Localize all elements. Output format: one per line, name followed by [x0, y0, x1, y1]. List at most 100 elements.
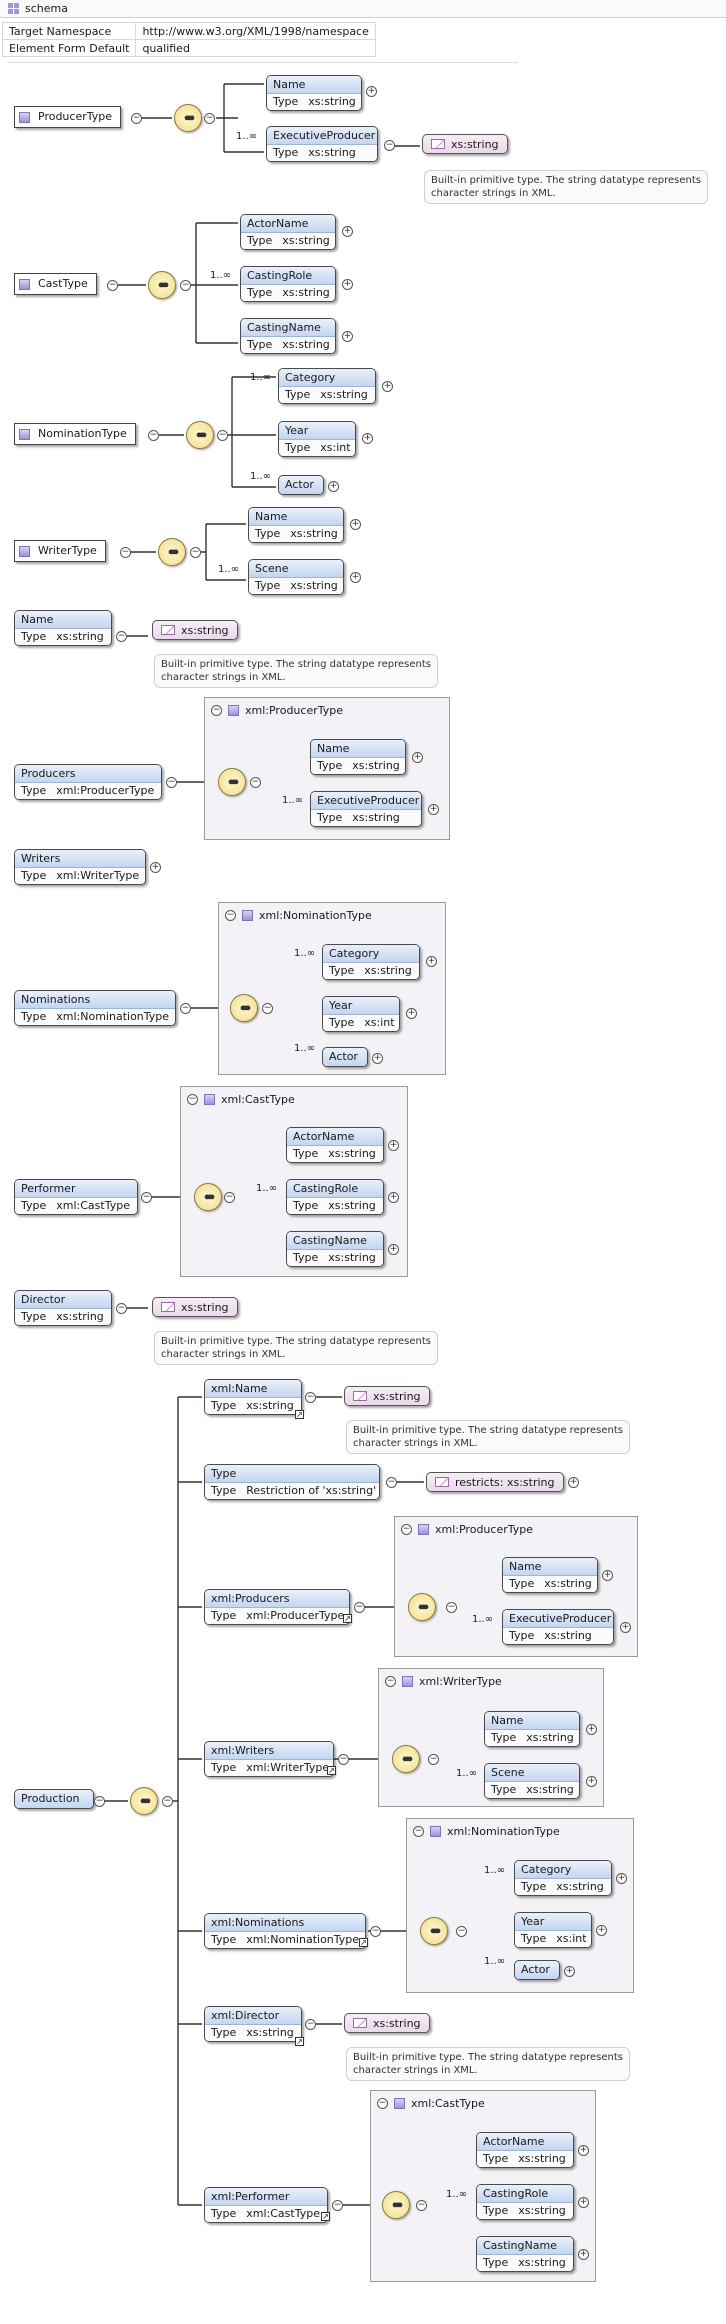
expand-icon[interactable]: +	[568, 1477, 579, 1488]
expand-icon[interactable]: +	[366, 86, 377, 97]
collapse-icon[interactable]: −	[166, 777, 177, 788]
simple-type-xs-string[interactable]: xs:string	[152, 1297, 238, 1317]
collapse-icon[interactable]: −	[162, 1796, 173, 1807]
expand-icon[interactable]: +	[150, 862, 161, 873]
simple-type-xs-string[interactable]: xs:string	[344, 2013, 430, 2033]
simple-type-xs-string[interactable]: xs:string	[152, 620, 238, 640]
expand-icon[interactable]: +	[372, 1053, 383, 1064]
expand-icon[interactable]: +	[586, 1776, 597, 1787]
collapse-icon[interactable]: −	[131, 113, 142, 124]
simple-type-xs-string[interactable]: xs:string	[344, 1386, 430, 1406]
expand-icon[interactable]: +	[586, 1724, 597, 1735]
collapse-icon[interactable]: −	[94, 1796, 105, 1807]
collapse-icon[interactable]: −	[120, 547, 131, 558]
collapse-icon[interactable]: −	[107, 280, 118, 291]
element-actor[interactable]: Actor	[322, 1047, 368, 1067]
expand-icon[interactable]: +	[412, 752, 423, 763]
collapse-icon[interactable]: −	[141, 1192, 152, 1203]
collapse-icon[interactable]: −	[217, 430, 228, 441]
collapse-icon[interactable]: −	[386, 1477, 397, 1488]
expand-icon[interactable]: +	[342, 226, 353, 237]
collapse-icon[interactable]: −	[370, 1926, 381, 1937]
collapse-icon[interactable]: −	[224, 1192, 235, 1203]
expand-icon[interactable]: +	[564, 1966, 575, 1977]
collapse-icon[interactable]: −	[385, 1676, 396, 1687]
collapse-icon[interactable]: −	[148, 430, 159, 441]
collapse-icon[interactable]: −	[354, 1602, 365, 1613]
expand-icon[interactable]: +	[616, 1873, 627, 1884]
collapse-icon[interactable]: −	[116, 631, 127, 642]
complex-type-nominationtype[interactable]: NominationType	[14, 423, 136, 445]
collapse-icon[interactable]: −	[204, 113, 215, 124]
collapse-icon[interactable]: −	[180, 1003, 191, 1014]
expand-icon[interactable]: +	[342, 279, 353, 290]
complex-type-casttype[interactable]: CastType	[14, 273, 97, 295]
expand-icon[interactable]: +	[578, 2145, 589, 2156]
collapse-icon[interactable]: −	[116, 1303, 127, 1314]
collapse-icon[interactable]: −	[211, 705, 222, 716]
element-actor[interactable]: Actor	[278, 475, 324, 495]
expand-icon[interactable]: +	[426, 956, 437, 967]
collapse-icon[interactable]: −	[456, 1926, 467, 1937]
expand-icon[interactable]: +	[596, 1925, 607, 1936]
collapse-icon[interactable]: −	[338, 1754, 349, 1765]
expand-icon[interactable]: +	[382, 381, 393, 392]
expand-icon[interactable]: +	[602, 1570, 613, 1581]
collapse-icon[interactable]: −	[413, 1826, 424, 1837]
collapse-icon[interactable]: −	[416, 2200, 427, 2211]
collapse-icon[interactable]: −	[446, 1602, 457, 1613]
expand-icon[interactable]: +	[388, 1140, 399, 1151]
expand-icon[interactable]: +	[342, 331, 353, 342]
expand-icon[interactable]: +	[350, 572, 361, 583]
expand-icon[interactable]: +	[328, 481, 339, 492]
collapse-icon[interactable]: −	[262, 1003, 273, 1014]
collapse-icon[interactable]: −	[377, 2098, 388, 2109]
collapse-icon[interactable]: −	[305, 1392, 316, 1403]
expand-icon[interactable]: +	[362, 433, 373, 444]
collapse-icon[interactable]: −	[190, 547, 201, 558]
collapse-icon[interactable]: −	[187, 1094, 198, 1105]
collapse-icon[interactable]: −	[384, 140, 395, 151]
expand-icon[interactable]: +	[428, 804, 439, 815]
expand-icon[interactable]: +	[578, 2197, 589, 2208]
simple-type-xs-string[interactable]: xs:string	[422, 134, 508, 154]
complex-type-writertype[interactable]: WriterType	[14, 540, 106, 562]
expand-icon[interactable]: +	[578, 2249, 589, 2260]
expand-icon[interactable]: +	[620, 1622, 631, 1633]
expand-icon[interactable]: +	[406, 1008, 417, 1019]
collapse-icon[interactable]: −	[401, 1524, 412, 1535]
collapse-icon[interactable]: −	[332, 2200, 343, 2211]
collapse-icon[interactable]: −	[250, 777, 261, 788]
collapse-icon[interactable]: −	[225, 910, 236, 921]
collapse-icon[interactable]: −	[305, 2019, 316, 2030]
